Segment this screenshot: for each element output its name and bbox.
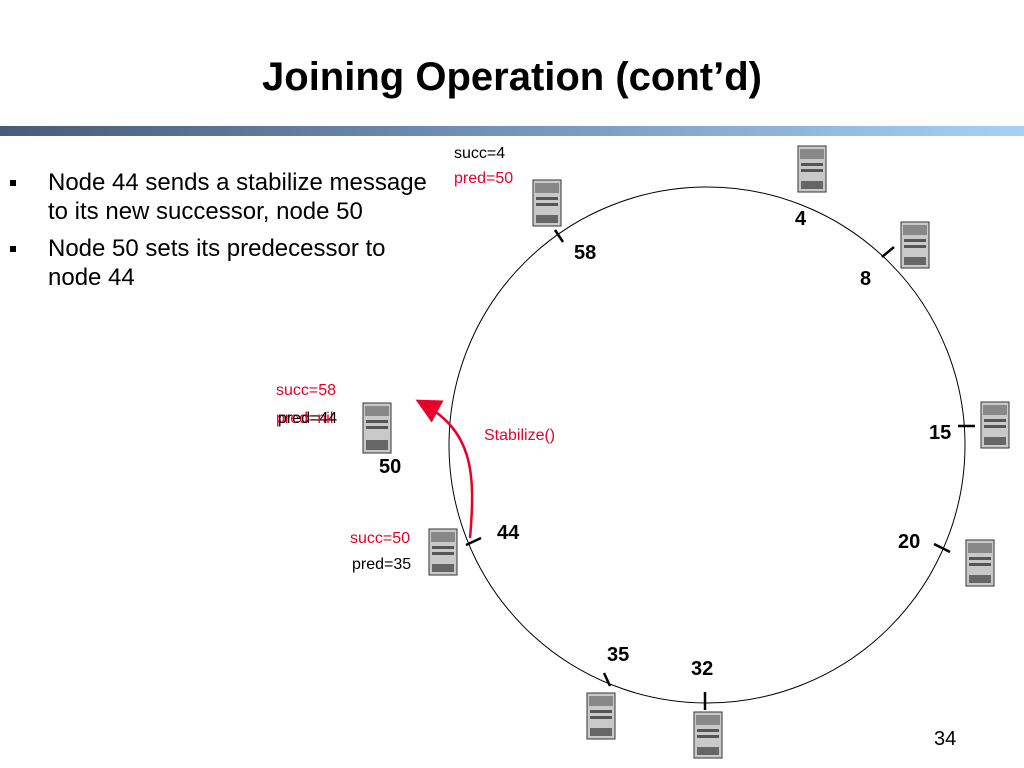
server-icon	[965, 539, 995, 587]
node44-succ-label: succ=50	[350, 530, 411, 547]
node50-succ-label: succ=58	[276, 382, 337, 399]
server-icon	[797, 145, 827, 193]
server-icon	[980, 401, 1010, 449]
tick-20	[933, 542, 951, 554]
node-label-35: 35	[607, 644, 630, 666]
node50-pred-old-label: pred=nil	[276, 410, 334, 427]
node-label-50: 50	[379, 456, 402, 478]
node44-pred-label: pred=35	[352, 556, 412, 573]
node-label-32: 32	[691, 658, 714, 680]
stabilize-arrow	[415, 399, 474, 539]
tick-8	[881, 246, 895, 258]
node-label-4: 4	[795, 208, 807, 230]
bullet-item: Node 44 sends a stabilize message to its…	[10, 168, 430, 226]
tick-44	[465, 536, 482, 547]
node58-succ-label: succ=4	[454, 145, 506, 162]
server-icon	[362, 402, 392, 454]
tick-58	[553, 229, 565, 243]
bullet-square-icon	[10, 180, 16, 186]
bullet-text: Node 50 sets its predecessor to node 44	[48, 235, 386, 291]
chord-ring	[448, 186, 966, 704]
stabilize-label: Stabilize()	[484, 427, 556, 444]
bullet-list: Node 44 sends a stabilize message to its…	[10, 168, 430, 300]
node-label-8: 8	[860, 268, 872, 290]
node58-pred-label: pred=50	[454, 170, 514, 187]
server-icon	[428, 528, 458, 576]
node50-pred-new-label: pred=44	[278, 410, 338, 427]
bullet-item: Node 50 sets its predecessor to node 44	[10, 234, 430, 292]
server-icon	[693, 711, 723, 759]
title-divider-band	[0, 126, 1024, 136]
slide-title: Joining Operation (cont’d)	[262, 55, 762, 99]
bullet-square-icon	[10, 246, 16, 252]
server-icon	[532, 179, 562, 227]
node-label-44: 44	[497, 522, 520, 544]
server-icon	[900, 221, 930, 269]
node-label-15: 15	[929, 422, 952, 444]
tick-35	[602, 672, 612, 687]
node-label-20: 20	[898, 531, 921, 553]
server-icon	[586, 692, 616, 740]
node-label-58: 58	[574, 242, 597, 264]
bullet-text: Node 44 sends a stabilize message to its…	[48, 169, 427, 225]
page-number: 34	[934, 728, 957, 750]
